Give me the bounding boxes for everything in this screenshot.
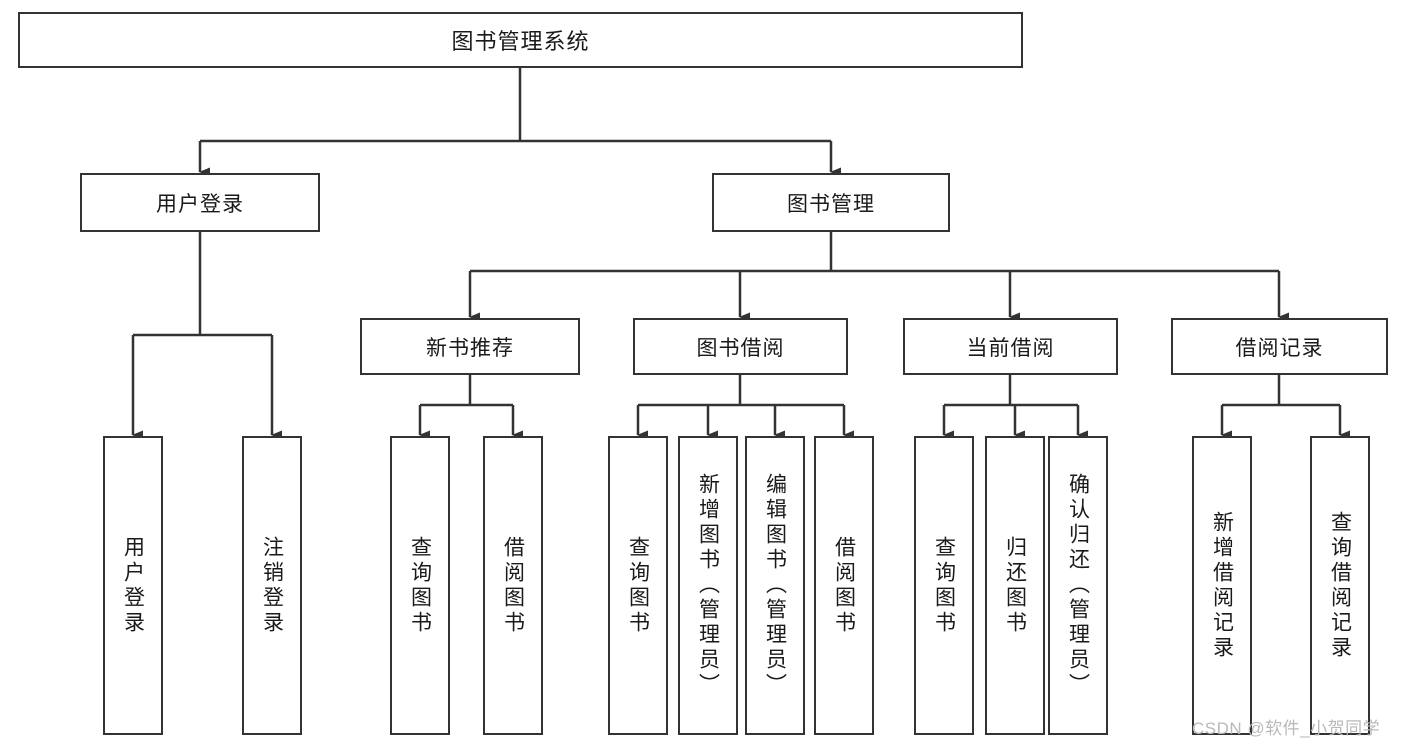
node-label: 图书管理系统 xyxy=(451,29,590,54)
node-label: 确认归还（管理员） xyxy=(1066,473,1090,698)
node-label: 归还图书 xyxy=(1003,535,1027,636)
node-l2[interactable]: 注销登录 xyxy=(242,436,302,735)
node-l8[interactable]: 借阅图书 xyxy=(814,436,874,735)
node-label: 用户登录 xyxy=(156,192,244,216)
node-label: 注销登录 xyxy=(260,535,284,636)
node-label: 图书管理 xyxy=(787,192,875,216)
node-records[interactable]: 借阅记录 xyxy=(1171,318,1388,375)
node-l11[interactable]: 确认归还（管理员） xyxy=(1048,436,1108,735)
node-newbook[interactable]: 新书推荐 xyxy=(360,318,580,375)
node-l1[interactable]: 用户登录 xyxy=(103,436,163,735)
node-login[interactable]: 用户登录 xyxy=(80,173,320,232)
node-l5[interactable]: 查询图书 xyxy=(608,436,668,735)
node-label: 编辑图书（管理员） xyxy=(763,473,787,698)
node-label: 查询图书 xyxy=(932,535,956,636)
node-l6[interactable]: 新增图书（管理员） xyxy=(678,436,738,735)
node-label: 新增图书（管理员） xyxy=(696,473,720,698)
edge-paths xyxy=(131,68,1350,440)
node-root[interactable]: 图书管理系统 xyxy=(18,12,1023,68)
node-label: 图书借阅 xyxy=(696,336,785,360)
node-label: 查询图书 xyxy=(408,535,432,636)
node-label: 新书推荐 xyxy=(426,336,514,360)
node-label: 当前借阅 xyxy=(966,336,1055,360)
node-bookmgmt[interactable]: 图书管理 xyxy=(712,173,950,232)
node-label: 借阅记录 xyxy=(1235,336,1324,360)
node-borrow[interactable]: 图书借阅 xyxy=(633,318,848,375)
node-l9[interactable]: 查询图书 xyxy=(914,436,974,735)
node-current[interactable]: 当前借阅 xyxy=(903,318,1118,375)
node-l10[interactable]: 归还图书 xyxy=(985,436,1045,735)
node-label: 查询图书 xyxy=(626,535,650,636)
csdn-watermark: CSDN @软件_小贺同学 xyxy=(1192,719,1381,738)
node-l3[interactable]: 查询图书 xyxy=(390,436,450,735)
node-label: 新增借阅记录 xyxy=(1210,510,1234,661)
node-l12[interactable]: 新增借阅记录 xyxy=(1192,436,1252,735)
node-l4[interactable]: 借阅图书 xyxy=(483,436,543,735)
node-l13[interactable]: 查询借阅记录 xyxy=(1310,436,1370,735)
node-label: 借阅图书 xyxy=(501,535,525,636)
node-l7[interactable]: 编辑图书（管理员） xyxy=(745,436,805,735)
node-label: 查询借阅记录 xyxy=(1328,510,1352,661)
node-label: 借阅图书 xyxy=(832,535,856,636)
node-label: 用户登录 xyxy=(121,535,145,636)
